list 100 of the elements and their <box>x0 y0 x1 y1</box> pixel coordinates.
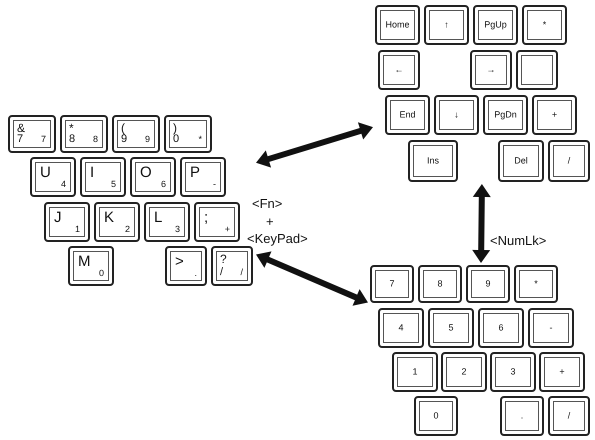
key-legend: / <box>568 156 570 166</box>
keycap <box>466 265 510 303</box>
key-legend: * <box>69 122 74 134</box>
keycap <box>539 352 585 392</box>
key-legend: Del <box>514 156 528 166</box>
double-arrow <box>256 251 368 306</box>
keycap <box>94 202 140 242</box>
keycap <box>194 202 240 242</box>
key-legend: 2 <box>124 225 130 234</box>
key-legend: 1 <box>74 225 80 234</box>
key-legend: ← <box>394 66 404 74</box>
numpad-legend: * <box>198 135 202 144</box>
keycap <box>532 95 577 135</box>
key-legend: 2 <box>462 368 466 376</box>
keycap <box>385 95 430 135</box>
double-arrow <box>256 122 373 168</box>
key-legend: 0 <box>173 134 180 145</box>
mode-key-label: <Fn> <box>252 196 282 211</box>
key-legend: - <box>213 180 216 189</box>
keycap <box>130 157 176 197</box>
key-legend: 1 <box>412 368 418 376</box>
keycap <box>441 352 487 392</box>
key-legend: O <box>140 165 152 180</box>
keycap <box>378 308 424 348</box>
keycap <box>44 202 90 242</box>
keycap <box>500 396 544 436</box>
key-legend: K <box>104 210 114 225</box>
keycap <box>498 140 544 182</box>
keycap <box>424 5 469 45</box>
key-legend: ↓ <box>454 110 459 120</box>
key-legend: PgUp <box>484 20 507 30</box>
key-legend: 6 <box>498 324 504 332</box>
keycap <box>478 308 524 348</box>
key-legend: End <box>400 110 416 120</box>
numpad-legend: / <box>240 268 243 277</box>
key-legend: ) <box>173 122 177 134</box>
keycap <box>8 115 56 153</box>
key-legend: 0 <box>434 412 438 420</box>
keycap <box>375 5 420 45</box>
key-legend: 5 <box>110 180 116 189</box>
key-legend: + <box>559 368 565 376</box>
keycap <box>30 157 76 197</box>
keycap <box>392 352 438 392</box>
keycap <box>434 95 479 135</box>
key-legend: 4 <box>60 180 66 189</box>
keycap <box>483 95 528 135</box>
key-legend: 6 <box>160 180 166 189</box>
key-legend: ; <box>204 210 208 225</box>
keycap <box>528 308 574 348</box>
keycap <box>68 246 114 286</box>
key-legend: Ins <box>427 156 439 166</box>
key-legend: ( <box>121 122 125 134</box>
key-legend: / <box>220 267 224 278</box>
numpad-legend: 9 <box>144 135 150 144</box>
key-legend: 9 <box>121 134 128 145</box>
key-legend: . <box>194 269 197 278</box>
keycap <box>516 50 558 90</box>
keycap <box>80 157 126 197</box>
keycap <box>473 5 518 45</box>
mode-key-label: <NumLk> <box>490 233 546 248</box>
key-legend: L <box>154 210 162 225</box>
key-legend: → <box>486 66 496 74</box>
key-legend: ? <box>220 253 227 265</box>
key-legend: 9 <box>486 280 490 288</box>
keycap <box>522 5 567 45</box>
keycap <box>514 265 558 303</box>
keycap <box>490 352 536 392</box>
key-legend: 0 <box>98 269 104 278</box>
key-legend: I <box>90 165 94 180</box>
keycap <box>370 265 414 303</box>
key-legend: - <box>550 324 552 332</box>
key-legend: & <box>17 122 26 134</box>
plus-sign: + <box>266 214 274 229</box>
keycap <box>144 202 190 242</box>
key-legend: PgDn <box>494 110 517 120</box>
key-legend: * <box>542 20 546 30</box>
key-legend: 5 <box>448 324 454 332</box>
keycap <box>180 157 226 197</box>
keycap <box>60 115 108 153</box>
key-legend: * <box>534 280 538 288</box>
keycap <box>418 265 462 303</box>
keycap <box>470 50 512 90</box>
key-legend: + <box>224 225 230 234</box>
key-legend: + <box>552 110 558 120</box>
key-legend: 3 <box>174 225 180 234</box>
numpad-legend: 7 <box>40 135 46 144</box>
numpad-legend: 8 <box>92 135 98 144</box>
key-legend: P <box>190 165 200 180</box>
keycap <box>408 140 458 182</box>
keycap <box>548 396 590 436</box>
key-legend: / <box>568 412 570 420</box>
keycap <box>548 140 590 182</box>
key-legend: 8 <box>69 134 76 145</box>
key-legend: ↑ <box>444 20 449 30</box>
keycap <box>414 396 458 436</box>
key-legend: J <box>54 210 62 225</box>
keycap <box>378 50 420 90</box>
key-legend: > <box>175 254 184 269</box>
key-legend: U <box>40 165 51 180</box>
keycap <box>165 246 207 286</box>
